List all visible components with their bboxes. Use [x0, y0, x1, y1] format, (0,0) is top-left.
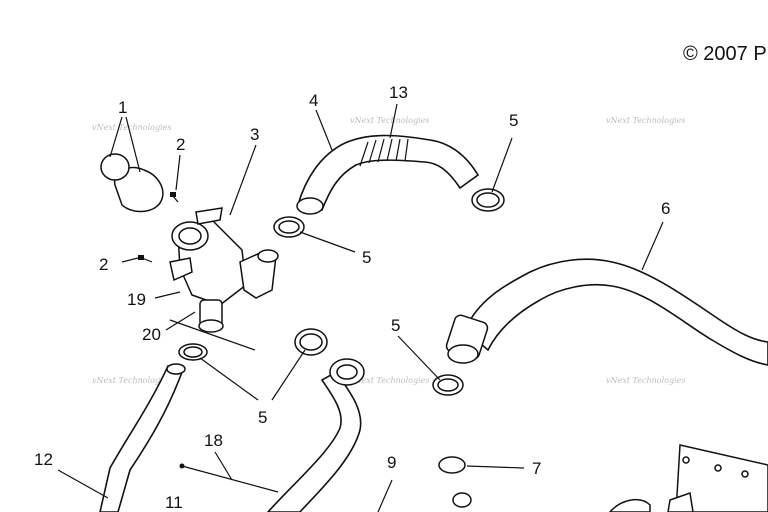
clamp-middle [294, 328, 328, 356]
hose-lower-middle [266, 358, 365, 512]
watermark-text: vNext Technologies [92, 376, 171, 385]
callout-5-upper-middle: 5 [362, 248, 371, 267]
callout-12: 12 [34, 450, 53, 469]
clamp-right [432, 374, 464, 396]
callout-7: 7 [532, 459, 541, 478]
thermostat-housing [169, 207, 279, 333]
watermark-text: vNext Technologies [606, 376, 685, 385]
callout-6: 6 [661, 199, 670, 218]
callout-1: 1 [118, 98, 127, 117]
watermark-text: vNext Technologies [92, 123, 171, 132]
callout-5-middle: 5 [391, 316, 400, 335]
callout-labels: 1 2 2 3 4 5 5 5 5 6 7 9 11 12 13 18 19 2… [34, 83, 670, 512]
radiator-bracket [609, 444, 768, 512]
radiator-cap [100, 153, 164, 213]
screw-upper [170, 192, 179, 203]
clamp-left [178, 343, 208, 361]
watermark-text: vNext Technologies [350, 116, 429, 125]
callout-18: 18 [204, 431, 223, 450]
leader-lines [57, 103, 664, 512]
bellows-section [359, 138, 409, 167]
clamp-upper-middle [273, 216, 305, 238]
hose-rod [169, 319, 256, 351]
callout-19: 19 [127, 290, 146, 309]
screw-lower [138, 255, 153, 263]
hose-upper [296, 134, 480, 215]
copyright-text: © 2007 P [683, 43, 767, 65]
hose-lower-left [99, 363, 186, 512]
callout-4: 4 [309, 91, 318, 110]
callout-2-upper: 2 [176, 135, 185, 154]
clamp-upper-right [471, 188, 505, 212]
callout-9: 9 [387, 453, 396, 472]
callout-3: 3 [250, 125, 259, 144]
watermark-group: vNext Technologies vNext Technologies vN… [92, 116, 685, 385]
watermark-text: vNext Technologies [606, 116, 685, 125]
callout-20: 20 [142, 325, 161, 344]
hose-right [445, 258, 768, 366]
tie-strap [181, 465, 279, 493]
tie-strap-head [179, 463, 185, 469]
callout-11: 11 [165, 493, 183, 512]
callout-5-lower: 5 [258, 408, 267, 427]
watermark-text: vNext Technologies [350, 376, 429, 385]
callout-2-lower: 2 [99, 255, 108, 274]
callout-13: 13 [389, 83, 408, 102]
clamp-lower [438, 456, 472, 508]
callout-5-upper-right: 5 [509, 111, 518, 130]
